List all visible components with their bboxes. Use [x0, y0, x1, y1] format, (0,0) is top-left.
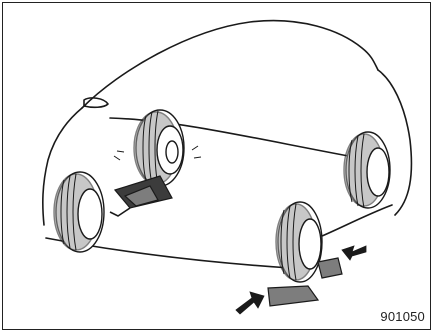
- jack-handle: [110, 208, 130, 216]
- scissor-jack: [110, 176, 172, 216]
- rear-near-wheel: [276, 202, 322, 282]
- filled-arrow-icon: [342, 246, 366, 260]
- car-roof-line: [82, 21, 378, 108]
- front-chock: [268, 286, 318, 306]
- rear-chock: [318, 258, 342, 278]
- front-near-wheel: [54, 172, 104, 252]
- filled-arrow-icon: [236, 292, 264, 314]
- figure-code: 901050: [380, 309, 425, 324]
- car-rear-sill-line: [322, 205, 392, 236]
- rear-far-wheel: [344, 132, 390, 208]
- front-far-wheel: [114, 110, 201, 186]
